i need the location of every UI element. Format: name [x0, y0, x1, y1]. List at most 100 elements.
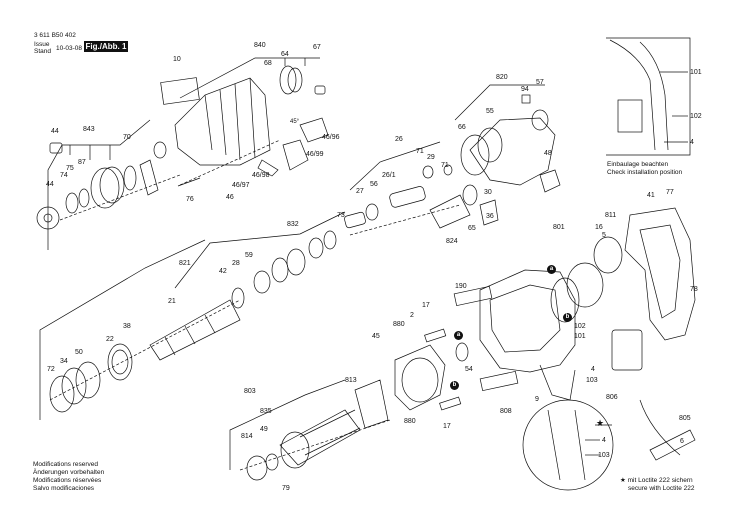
- part-46-99: 46/99: [306, 151, 324, 158]
- part-41: 41: [647, 192, 655, 199]
- part-38: 38: [123, 323, 131, 330]
- part-9: 9: [535, 396, 539, 403]
- part-46-96: 46/96: [322, 134, 340, 141]
- modifications-de: Änderungen vorbehalten: [33, 469, 105, 476]
- part-803: 803: [244, 388, 256, 395]
- modifications-fr: Modifications réservées: [33, 477, 102, 484]
- part-824: 824: [446, 238, 458, 245]
- part-17-b: 17: [443, 423, 451, 430]
- part-821: 821: [179, 260, 191, 267]
- part-54: 54: [465, 366, 473, 373]
- loctite-star-icon: ★: [596, 418, 605, 428]
- marker-a-1: a: [547, 265, 556, 274]
- part-843: 843: [83, 126, 95, 133]
- part-44-a: 44: [51, 128, 59, 135]
- marker-b-1: b: [563, 313, 572, 322]
- marker-b-2: b: [450, 381, 459, 390]
- round-inset-part-4: 4: [602, 437, 606, 444]
- part-840: 840: [254, 42, 266, 49]
- part-34: 34: [60, 358, 68, 365]
- part-811: 811: [605, 212, 617, 219]
- part-16: 16: [595, 224, 603, 231]
- part-10: 10: [173, 56, 181, 63]
- part-76: 76: [186, 196, 194, 203]
- inset-note-en: Check installation position: [607, 169, 683, 176]
- part-67: 67: [313, 44, 321, 51]
- part-102-a: 102: [574, 323, 586, 330]
- part-55: 55: [486, 108, 494, 115]
- document-number: 3 611 B50 402: [34, 32, 76, 39]
- part-806: 806: [606, 394, 618, 401]
- part-880-b: 880: [404, 418, 416, 425]
- part-45: 45: [372, 333, 380, 340]
- round-inset-part-103: 103: [598, 452, 610, 459]
- part-814: 814: [241, 433, 253, 440]
- part-21: 21: [168, 298, 176, 305]
- part-29: 29: [427, 154, 435, 161]
- part-94: 94: [521, 86, 529, 93]
- part-835: 835: [260, 408, 272, 415]
- part-22: 22: [106, 336, 114, 343]
- part-26-1: 26/1: [382, 172, 396, 179]
- part-77: 77: [666, 189, 674, 196]
- part-808: 808: [500, 408, 512, 415]
- inset-part-102: 102: [690, 113, 702, 120]
- part-26: 26: [395, 136, 403, 143]
- part-880-a: 880: [393, 321, 405, 328]
- figure-label: Fig./Abb. 1: [84, 41, 128, 52]
- issue-label: Issue: [34, 41, 50, 48]
- inset-part-101: 101: [690, 69, 702, 76]
- part-46: 46: [226, 194, 234, 201]
- part-190: 190: [455, 283, 467, 290]
- part-71-a: 71: [416, 148, 424, 155]
- modifications-en: Modifications reserved: [33, 461, 99, 468]
- part-4-a: 4: [591, 366, 595, 373]
- part-72: 72: [47, 366, 55, 373]
- stand-label: Stand: [34, 48, 51, 55]
- part-832: 832: [287, 221, 299, 228]
- part-50: 50: [75, 349, 83, 356]
- part-805: 805: [679, 415, 691, 422]
- part-75: 75: [66, 165, 74, 172]
- part-28: 28: [232, 260, 240, 267]
- part-27: 27: [356, 188, 364, 195]
- modifications-es: Salvo modificaciones: [33, 485, 95, 492]
- inset-part-4: 4: [690, 139, 694, 146]
- part-64: 64: [281, 51, 289, 58]
- part-103-a: 103: [586, 377, 598, 384]
- part-73: 73: [337, 212, 345, 219]
- part-66: 66: [458, 124, 466, 131]
- issue-date: 10-03-08: [56, 45, 83, 52]
- part-30: 30: [484, 189, 492, 196]
- part-70: 70: [123, 134, 131, 141]
- part-36: 36: [486, 213, 494, 220]
- part-74: 74: [60, 172, 68, 179]
- part-87: 87: [78, 159, 86, 166]
- loctite-note-de: ★ mit Loctite 222 sichern: [620, 477, 693, 484]
- part-17-a: 17: [422, 302, 430, 309]
- part-68: 68: [264, 60, 272, 67]
- part-801: 801: [553, 224, 565, 231]
- part-49: 49: [260, 426, 268, 433]
- part-79: 79: [282, 485, 290, 492]
- part-101-a: 101: [574, 333, 586, 340]
- part-6: 6: [680, 438, 684, 445]
- part-56: 56: [370, 181, 378, 188]
- loctite-note-en: secure with Loctite 222: [628, 485, 695, 492]
- part-65: 65: [468, 225, 476, 232]
- part-5: 5: [602, 232, 606, 239]
- part-48: 48: [544, 150, 552, 157]
- part-59: 59: [245, 252, 253, 259]
- part-78: 78: [690, 286, 698, 293]
- part-42: 42: [219, 268, 227, 275]
- part-46-98: 46/98: [252, 172, 270, 179]
- part-2: 2: [410, 312, 414, 319]
- part-46-97: 46/97: [232, 182, 250, 189]
- marker-a-2: a: [454, 331, 463, 340]
- part-813: 813: [345, 377, 357, 384]
- part-57: 57: [536, 79, 544, 86]
- part-71-b: 71: [441, 162, 449, 169]
- part-44-b: 44: [46, 181, 54, 188]
